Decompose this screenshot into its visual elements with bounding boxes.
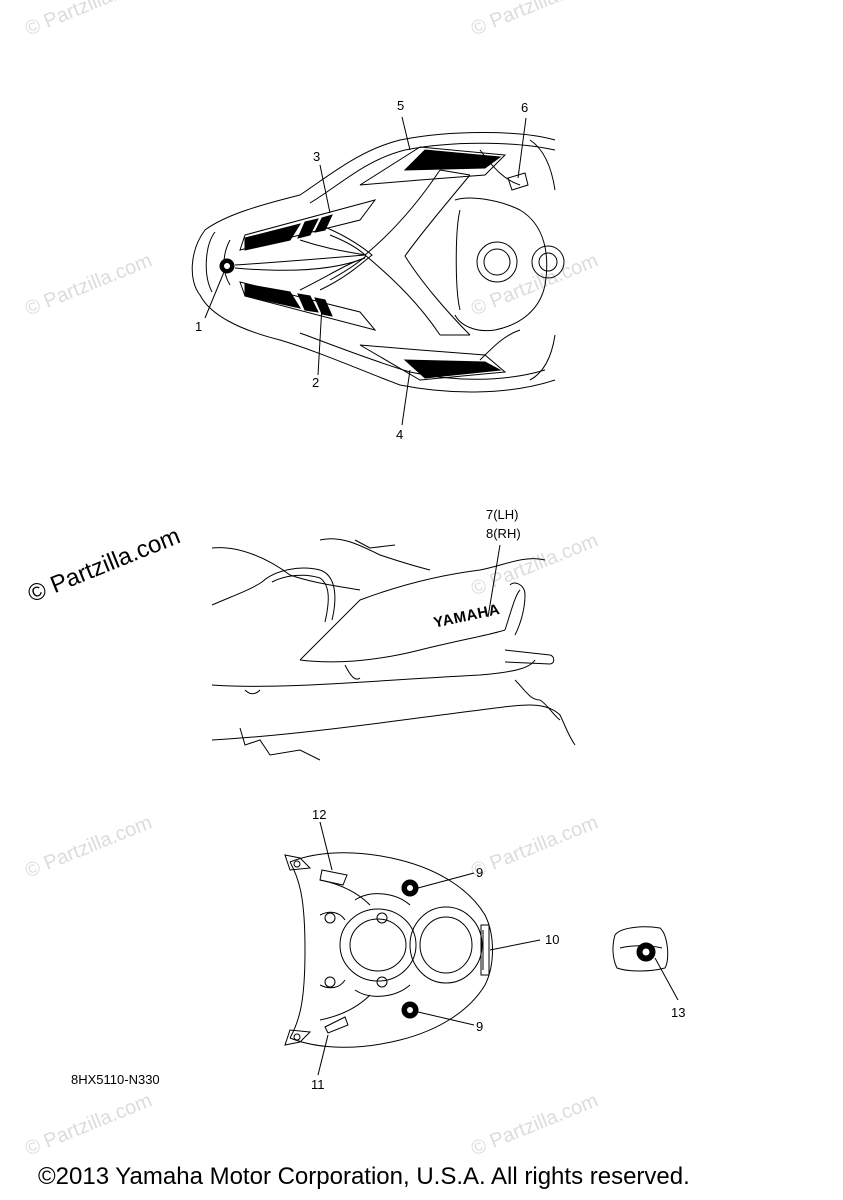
callout-13: 13 <box>671 1005 686 1020</box>
callout-9-upper: 9 <box>476 865 484 880</box>
callout-8-rh: 8(RH) <box>486 526 521 541</box>
callout-1: 1 <box>195 319 203 334</box>
rear-deck-drawing <box>284 821 541 1076</box>
callout-2: 2 <box>312 375 320 390</box>
diagram-part-code: 8HX5110-N330 <box>71 1072 160 1087</box>
callout-10: 10 <box>545 932 560 947</box>
callout-5: 5 <box>397 98 405 113</box>
callout-7-lh: 7(LH) <box>486 507 519 522</box>
callout-9-lower: 9 <box>476 1019 484 1034</box>
side-panel-drawing <box>211 538 576 761</box>
callout-12: 12 <box>312 807 327 822</box>
remote-key-drawing <box>612 926 679 1001</box>
copyright-notice: ©2013 Yamaha Motor Corporation, U.S.A. A… <box>38 1163 690 1190</box>
callout-11: 11 <box>311 1077 325 1092</box>
callout-3: 3 <box>313 149 321 164</box>
callout-4: 4 <box>396 427 404 442</box>
upper-deck-drawing <box>191 116 565 426</box>
callout-6: 6 <box>521 100 529 115</box>
